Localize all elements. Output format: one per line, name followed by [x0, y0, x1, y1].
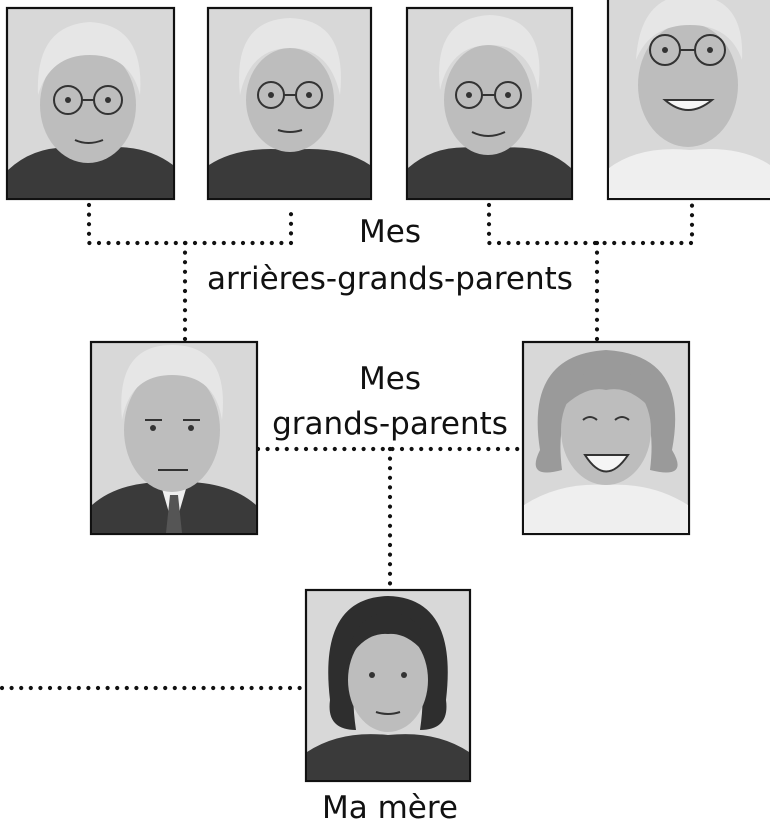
portrait-mother	[304, 588, 472, 783]
portrait-great-grandfather-1	[5, 6, 176, 201]
label-grandparents-line2: grands-parents	[272, 406, 508, 442]
portrait-grandmother	[521, 340, 691, 536]
label-mother: Ma mère	[322, 790, 458, 826]
connector-lines	[0, 202, 695, 691]
portrait-great-grandmother-2	[606, 0, 770, 201]
portrait-great-grandmother-1	[206, 6, 373, 201]
label-great-grandparents-line2: arrières-grands-parents	[207, 261, 573, 297]
portrait-great-grandfather-2	[405, 6, 574, 201]
portrait-grandfather	[89, 340, 259, 536]
connector-great-grandparents-left	[86, 202, 294, 246]
label-great-grandparents-line1: Mes	[359, 214, 421, 250]
connector-great-grandparents-right	[486, 202, 695, 246]
label-grandparents-line1: Mes	[359, 361, 421, 397]
